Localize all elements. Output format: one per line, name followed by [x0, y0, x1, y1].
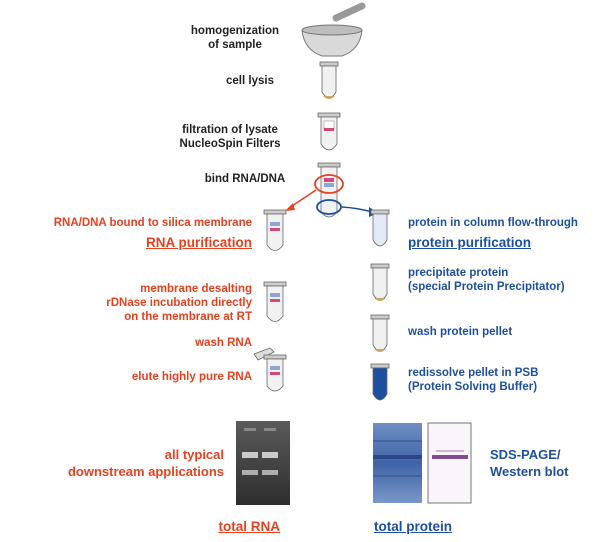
rna-bound-label: RNA/DNA bound to silica membrane: [53, 217, 252, 229]
rna-wash-label: wash RNA: [195, 337, 252, 349]
rna-column-bound-icon: [263, 209, 287, 251]
western-blot-image: [427, 422, 472, 504]
protein-precip-label: precipitate protein (special Protein Pre…: [408, 267, 565, 293]
step-homogenization: homogenization of sample: [190, 25, 280, 51]
total-protein-label: total protein: [374, 519, 452, 534]
rna-desalt-label: membrane desalting rDNase incubation dir…: [106, 283, 252, 323]
rna-elute-tube-icon: [253, 347, 287, 392]
rna-arrow: [285, 189, 317, 211]
total-rna-label: total RNA: [218, 519, 281, 534]
rna-gel-image: [236, 421, 290, 505]
rna-purification-heading: RNA purification: [146, 235, 252, 250]
lysis-tube-icon: [319, 61, 339, 99]
protein-redissolve-tube-icon: [370, 363, 390, 401]
rna-elute-label: elute highly pure RNA: [131, 371, 252, 383]
sds-page-image: [373, 423, 422, 503]
protein-flow-label: protein in column flow-through: [408, 217, 578, 229]
protein-wash-tube-icon: [370, 314, 390, 352]
protein-flow-tube-icon: [370, 209, 390, 247]
mortar-pestle-icon: [301, 2, 366, 57]
bind-column-icon: [314, 162, 344, 218]
protein-wash-label: wash protein pellet: [408, 326, 513, 338]
step-bind: bind RNA/DNA: [204, 173, 286, 185]
step-filtration: filtration of lysate NucleoSpin Filters: [179, 124, 281, 150]
rna-column-desalt-icon: [263, 281, 287, 322]
rna-apps-label: all typical downstream applications: [67, 447, 224, 479]
protein-redissolve-label: redissolve pellet in PSB (Protein Solvin…: [408, 367, 539, 393]
sds-page-label: SDS-PAGE/ Western blot: [490, 447, 569, 479]
filter-tube-icon: [317, 112, 341, 151]
protein-precip-tube-icon: [370, 263, 390, 301]
step-lysis: cell lysis: [226, 75, 274, 87]
protein-purification-heading: protein purification: [408, 235, 531, 250]
